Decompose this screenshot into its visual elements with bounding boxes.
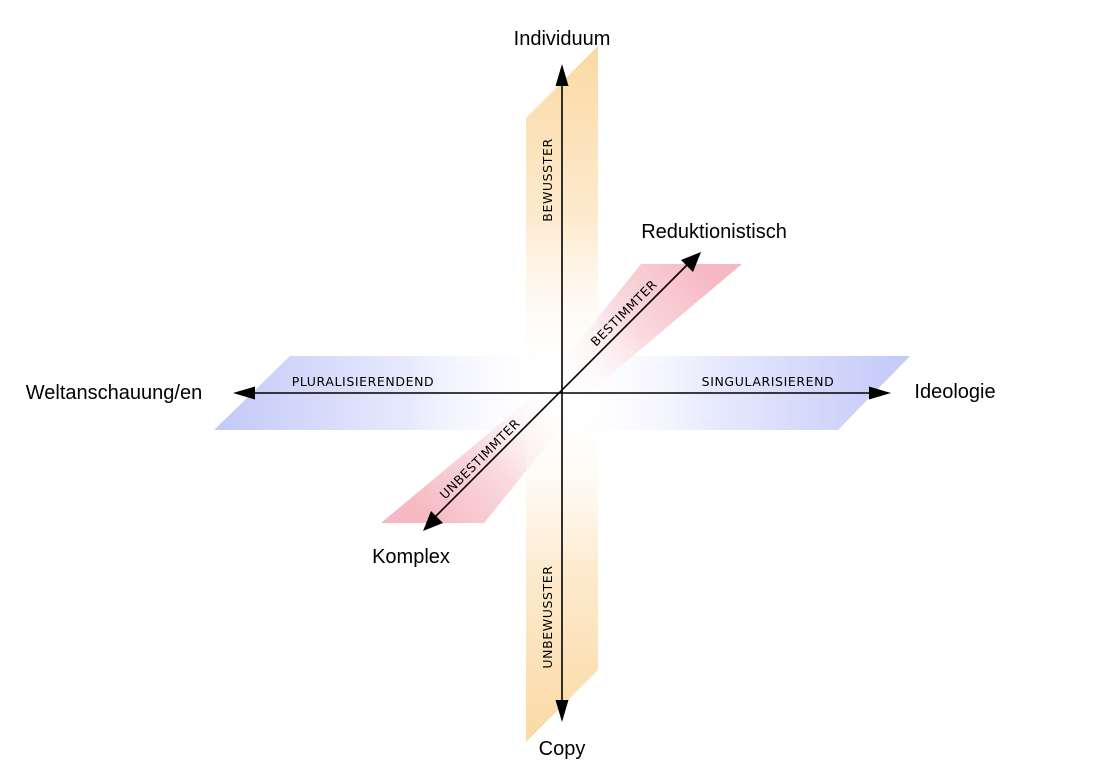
axes xyxy=(233,64,891,722)
arrowhead-right xyxy=(869,386,891,400)
pole-label-reduktionistisch: Reduktionistisch xyxy=(641,221,787,243)
diagonal-axis xyxy=(435,263,689,517)
pole-label-weltanschauung: Weltanschauung/en xyxy=(26,382,202,404)
pole-label-komplex: Komplex xyxy=(372,546,450,568)
band-label-pluralisierend: PLURALISIERENDEND xyxy=(292,374,435,389)
band-label-bewusster: BEWUSSTER xyxy=(540,138,555,221)
arrowhead-down xyxy=(555,700,569,722)
arrowhead-left xyxy=(233,386,255,400)
band-label-unbewusster: UNBEWUSSTER xyxy=(540,565,555,668)
pole-labels: Individuum Copy Weltanschauung/en Ideolo… xyxy=(26,28,996,760)
pole-label-individuum: Individuum xyxy=(514,28,611,50)
arrowhead-diagonal-up xyxy=(681,252,701,272)
arrowhead-up xyxy=(555,64,569,86)
band-label-singularisierend: SINGULARISIEREND xyxy=(702,374,835,389)
pole-label-copy: Copy xyxy=(539,738,586,760)
arrowhead-diagonal-down xyxy=(423,511,443,531)
pole-label-ideologie: Ideologie xyxy=(914,381,995,403)
